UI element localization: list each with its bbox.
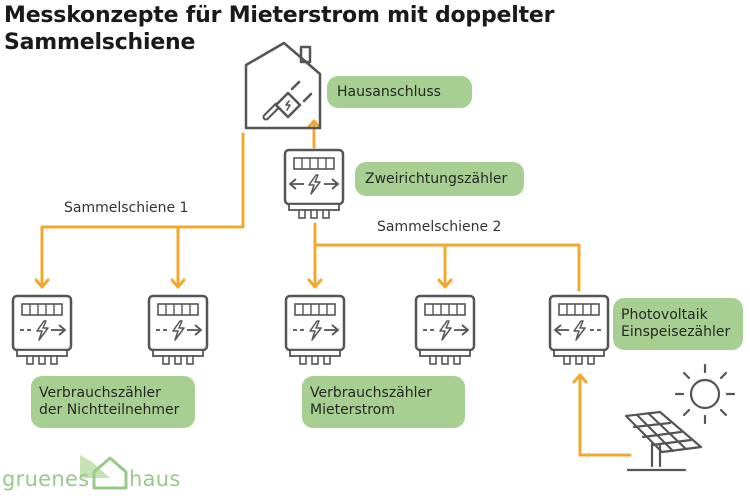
sun-icon <box>674 363 736 425</box>
hausanschluss-label: Hausanschluss <box>327 76 472 108</box>
verbrauchszaehler-nichtteilnehmer-line-2: der Nichtteilnehmer <box>39 402 180 418</box>
verbrauchszaehler-mieterstrom-line-1: Verbrauchszähler <box>310 385 432 401</box>
consumption-meter-icon <box>416 296 474 364</box>
logo-text-right: haus <box>129 467 181 491</box>
verbrauchszaehler-nichtteilnehmer-label: Verbrauchszähler der Nichtteilnehmer <box>31 376 195 428</box>
consumption-meter-icon <box>13 296 71 364</box>
hausanschluss-text: Hausanschluss <box>337 83 441 100</box>
arrow-down-icon <box>437 278 453 289</box>
consumption-meter-icon <box>286 296 344 364</box>
zweirichtungszaehler-text: Zweirichtungszähler <box>365 170 508 187</box>
pv-line <box>578 376 632 457</box>
title-line-1: Messkonzepte für Mieterstrom mit doppelt… <box>4 3 555 28</box>
logo-house-icon <box>80 455 128 490</box>
arrow-up-icon <box>572 373 588 384</box>
arrow-up-icon <box>306 119 322 130</box>
bus-2-label: Sammelschiene 2 <box>377 219 502 235</box>
connection-lines <box>40 123 632 457</box>
pv-einspeisezaehler-line-2: Einspeisezähler <box>621 324 731 340</box>
arrow-down-icon <box>170 278 186 289</box>
verbrauchszaehler-nichtteilnehmer-line-1: Verbrauchszähler <box>39 385 161 401</box>
feed-in-meter-icon <box>550 296 608 364</box>
solar-panel-icon <box>624 410 703 472</box>
logo-text-left: gruenes <box>2 467 90 491</box>
page-title: Messkonzepte für Mieterstrom mit doppelt… <box>4 2 554 56</box>
verbrauchszaehler-mieterstrom-line-2: Mieterstrom <box>310 402 395 418</box>
bus1-line <box>40 132 245 287</box>
verbrauchszaehler-mieterstrom-label: Verbrauchszähler Mieterstrom <box>302 376 465 428</box>
title-line-2: Sammelschiene <box>4 30 196 55</box>
zweirichtungszaehler-label: Zweirichtungszähler <box>355 162 524 196</box>
bus2-line <box>313 222 581 292</box>
house-plug-icon <box>244 41 322 130</box>
bidirectional-meter-icon <box>285 150 343 218</box>
arrow-down-icon <box>34 278 50 289</box>
bus-1-label: Sammelschiene 1 <box>64 200 189 216</box>
arrow-down-icon <box>307 278 323 289</box>
arrowheads <box>34 119 588 384</box>
pv-einspeisezaehler-label: Photovoltaik Einspeisezähler <box>613 298 743 350</box>
pv-einspeisezaehler-line-1: Photovoltaik <box>621 307 708 323</box>
consumption-meter-icon <box>149 296 207 364</box>
